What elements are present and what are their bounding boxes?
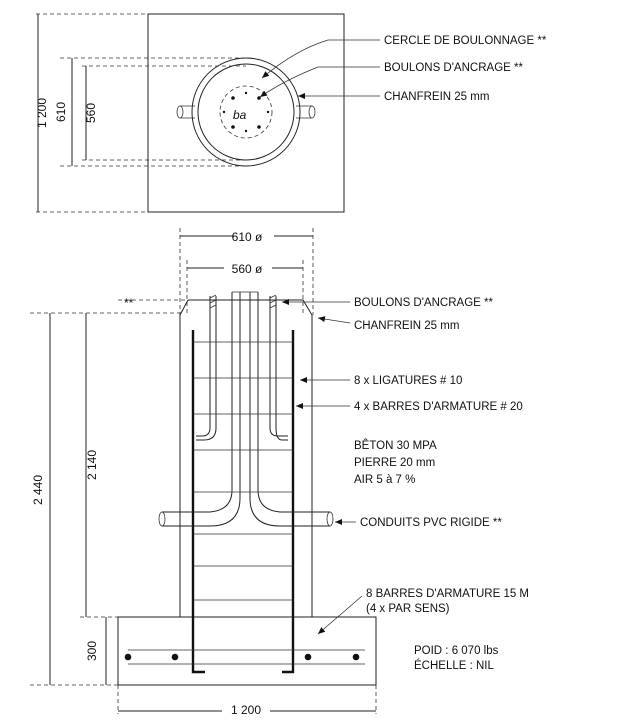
elev-note-air: AIR 5 à 7 %: [354, 474, 415, 486]
elev-label-footing-bars-1: 8 BARRES D'ARMATURE 15 M: [366, 588, 529, 600]
elev-label-conduits: CONDUITS PVC RIGIDE **: [360, 517, 502, 529]
plan-dim-extension-610: [60, 57, 246, 167]
elev-ext-1200: [117, 685, 377, 714]
plan-leader-anchor-bolts: [259, 66, 380, 98]
elev-footing-bars: [124, 649, 365, 665]
elev-anchor-bolts: [196, 294, 288, 441]
elev-dim-1200: 1 200: [231, 703, 261, 717]
elev-note-stone: PIERRE 20 mm: [354, 457, 435, 469]
elev-label-anchor-bolts: BOULONS D'ANCRAGE **: [354, 297, 493, 309]
plan-conduit-end-left: [176, 105, 184, 119]
plan-dim-extension-560: [82, 65, 246, 161]
plan-label-anchor-bolts: BOULONS D'ANCRAGE **: [384, 62, 523, 74]
elev-dim-2440: 2 440: [31, 475, 45, 505]
plan-bolt-label: ba: [233, 108, 247, 122]
elev-label-chamfer: CHANFREIN 25 mm: [354, 320, 459, 332]
elev-ties: [193, 341, 293, 601]
plan-conduit-end-right: [308, 105, 316, 119]
elev-leader-chamfer: [317, 316, 351, 324]
elev-note-scale: ÉCHELLE : NIL: [414, 659, 494, 672]
elev-ext-projection: [30, 299, 188, 314]
elev-dim-560: 560 ø: [232, 262, 263, 276]
plan-dim-extension-1200: [36, 13, 148, 213]
elev-pier-top: [188, 299, 313, 316]
elev-chamfer-left: [179, 299, 189, 316]
elev-ext-610: [179, 228, 314, 315]
elev-note-concrete: BÊTON 30 MPA: [354, 439, 437, 452]
plan-footing-square: [147, 13, 345, 213]
elev-label-footing-bars-2: (4 x PAR SENS): [366, 603, 450, 615]
elev-dim-projection: **: [124, 296, 134, 310]
elev-label-vertical-bars: 4 x BARRES D'ARMATURE # 20: [354, 401, 523, 413]
elevation-view: 610 ø 560 ø **: [30, 228, 529, 717]
plan-view: ba 1 200 610 560 CERCLE DE BOULONNAGE **…: [35, 13, 547, 213]
plan-dim-1200: 1 200: [35, 98, 49, 128]
elev-dim-2140: 2 140: [85, 450, 99, 480]
plan-bolt-circle: [219, 85, 273, 139]
plan-dim-560: 560: [84, 103, 98, 123]
plan-leader-bolt-circle: [261, 39, 380, 79]
elev-dim-300: 300: [85, 641, 99, 661]
elev-conduits: [158, 291, 334, 527]
elev-label-ties: 8 x LIGATURES # 10: [354, 375, 462, 387]
plan-label-chamfer: CHANFREIN 25 mm: [384, 91, 489, 103]
plan-conduit-lines: [180, 105, 312, 119]
elev-vertical-bars: [191, 330, 295, 674]
plan-dim-610: 610: [54, 102, 68, 122]
elev-leader-footing-bars: [317, 595, 363, 635]
plan-label-bolt-circle: CERCLE DE BOULONNAGE **: [384, 35, 547, 47]
elev-note-weight: POID : 6 070 lbs: [414, 645, 499, 657]
plan-bolt-dots: [222, 91, 270, 133]
elev-dim-610: 610 ø: [232, 230, 263, 244]
elev-ext-560: [186, 260, 304, 315]
elev-footing: [117, 616, 377, 686]
